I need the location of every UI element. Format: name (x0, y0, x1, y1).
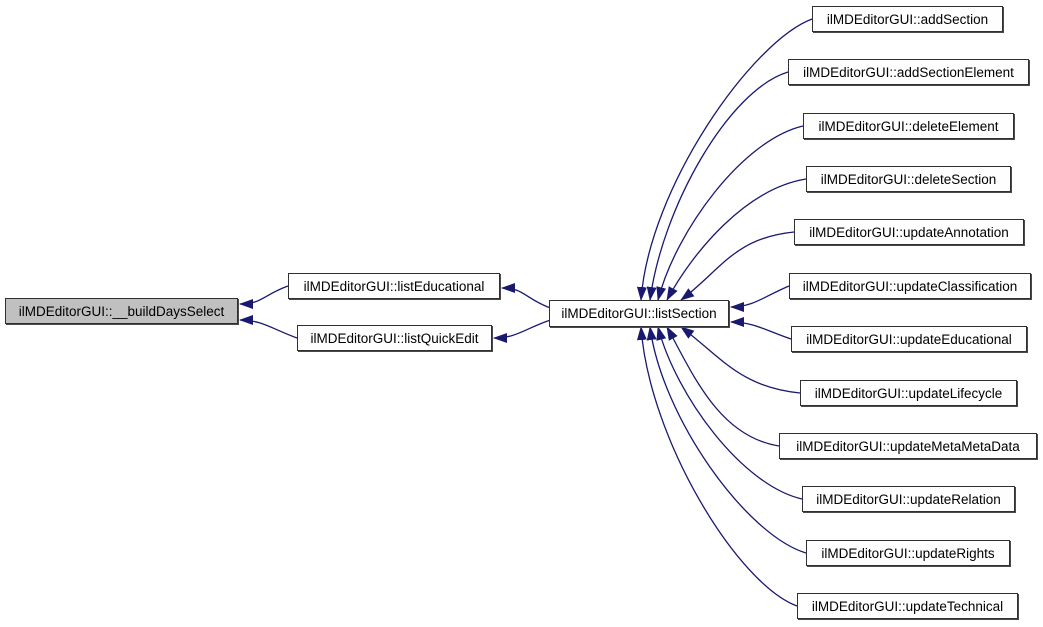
graph-node-listQuickEdit[interactable]: ilMDEditorGUI::listQuickEdit (297, 325, 492, 351)
graph-node-updateMetaMetaData[interactable]: ilMDEditorGUI::updateMetaMetaData (779, 433, 1037, 459)
edge-addSectionElement-to-listSection (646, 71, 789, 301)
edge-listSection-to-listQuickEdit (493, 319, 550, 343)
edge-listSection-to-listEducational (501, 283, 550, 309)
edge-updateLifecycle-to-listSection (680, 326, 801, 394)
graph-node-label: ilMDEditorGUI::listEducational (303, 278, 485, 294)
graph-node-label: ilMDEditorGUI::addSectionElement (803, 64, 1014, 80)
graph-node-label: ilMDEditorGUI::updateClassification (802, 278, 1018, 294)
graph-node-label: ilMDEditorGUI::deleteElement (818, 118, 999, 134)
graph-node-updateClassification[interactable]: ilMDEditorGUI::updateClassification (789, 273, 1031, 299)
edge-updateRights-to-listSection (646, 326, 807, 554)
graph-node-label: ilMDEditorGUI::listSection (561, 306, 717, 321)
graph-node-addSection[interactable]: ilMDEditorGUI::addSection (812, 6, 1003, 32)
graph-node-label: ilMDEditorGUI::updateRelation (816, 491, 1001, 507)
graph-node-updateEducational[interactable]: ilMDEditorGUI::updateEducational (791, 326, 1027, 352)
edge-updateRelation-to-listSection (656, 326, 803, 500)
graph-node-deleteElement[interactable]: ilMDEditorGUI::deleteElement (803, 113, 1014, 139)
graph-node-updateRelation[interactable]: ilMDEditorGUI::updateRelation (802, 486, 1015, 512)
graph-node-updateTechnical[interactable]: ilMDEditorGUI::updateTechnical (797, 593, 1018, 619)
graph-node-listSection[interactable]: ilMDEditorGUI::listSection (549, 300, 729, 327)
edge-updateTechnical-to-listSection (636, 326, 798, 607)
graph-node-label: ilMDEditorGUI::updateTechnical (811, 598, 1004, 614)
graph-node-updateLifecycle[interactable]: ilMDEditorGUI::updateLifecycle (800, 380, 1017, 406)
edge-updateEducational-to-listSection (730, 317, 792, 340)
graph-node-label: ilMDEditorGUI::updateLifecycle (814, 385, 1003, 401)
graph-node-label: ilMDEditorGUI::updateMetaMetaData (796, 438, 1020, 454)
graph-node-updateRights[interactable]: ilMDEditorGUI::updateRights (806, 540, 1010, 566)
edge-deleteSection-to-listSection (666, 178, 807, 301)
graph-node-buildDaysSelect: ilMDEditorGUI::__buildDaysSelect (5, 298, 238, 324)
edge-deleteElement-to-listSection (656, 125, 804, 301)
graph-node-label: ilMDEditorGUI::addSection (826, 11, 989, 27)
edge-updateMetaMetaData-to-listSection (666, 326, 780, 447)
graph-node-label: ilMDEditorGUI::__buildDaysSelect (18, 303, 225, 319)
graph-node-label: ilMDEditorGUI::listQuickEdit (310, 330, 479, 346)
edges-group (239, 18, 813, 607)
graph-node-addSectionElement[interactable]: ilMDEditorGUI::addSectionElement (788, 59, 1029, 85)
graph-node-label: ilMDEditorGUI::updateAnnotation (809, 224, 1009, 240)
graph-node-deleteSection[interactable]: ilMDEditorGUI::deleteSection (806, 166, 1011, 192)
edge-listEducational-to-buildDaysSelect (239, 285, 289, 309)
graph-node-label: ilMDEditorGUI::updateRights (821, 545, 995, 561)
edge-listQuickEdit-to-buildDaysSelect (239, 315, 298, 339)
graph-node-updateAnnotation[interactable]: ilMDEditorGUI::updateAnnotation (794, 219, 1024, 245)
graph-node-label: ilMDEditorGUI::updateEducational (806, 331, 1012, 347)
edge-updateClassification-to-listSection (730, 285, 790, 312)
edge-addSection-to-listSection (636, 18, 813, 301)
graph-node-listEducational[interactable]: ilMDEditorGUI::listEducational (288, 273, 500, 299)
edge-updateAnnotation-to-listSection (680, 231, 795, 301)
graph-node-label: ilMDEditorGUI::deleteSection (820, 171, 997, 187)
